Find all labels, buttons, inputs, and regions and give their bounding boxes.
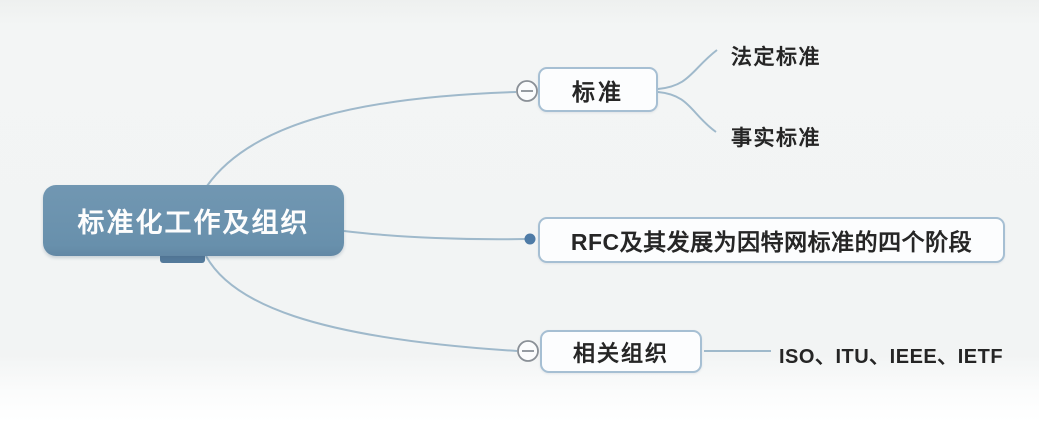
connector-root-to-rfc — [343, 230, 527, 241]
root-node-notch — [160, 253, 205, 263]
topic-standard-label: 标准 — [572, 78, 624, 105]
topic-rfc-label: RFC及其发展为因特网标准的四个阶段 — [570, 229, 973, 255]
connection-dot — [524, 233, 536, 245]
root-node[interactable]: 标准化工作及组织 — [43, 185, 344, 256]
topic-node-standard[interactable]: 标准 — [538, 67, 658, 112]
connector-standard-to-defacto — [657, 91, 717, 133]
topic-org-label: 相关组织 — [572, 340, 669, 366]
topic-node-org[interactable]: 相关组织 — [540, 330, 702, 373]
leaf-node-legal-standard[interactable]: 法定标准 — [731, 46, 821, 69]
connector-standard-to-legal — [657, 49, 718, 90]
connector-root-to-standard — [206, 91, 517, 187]
leaf-node-organizations[interactable]: ISO、ITU、IEEE、IETF — [779, 346, 1004, 368]
connector-root-to-org — [205, 255, 518, 352]
leaf-node-defacto-standard[interactable]: 事实标准 — [731, 127, 821, 150]
root-node-label: 标准化工作及组织 — [77, 208, 310, 238]
topic-node-rfc[interactable]: RFC及其发展为因特网标准的四个阶段 — [538, 217, 1005, 263]
